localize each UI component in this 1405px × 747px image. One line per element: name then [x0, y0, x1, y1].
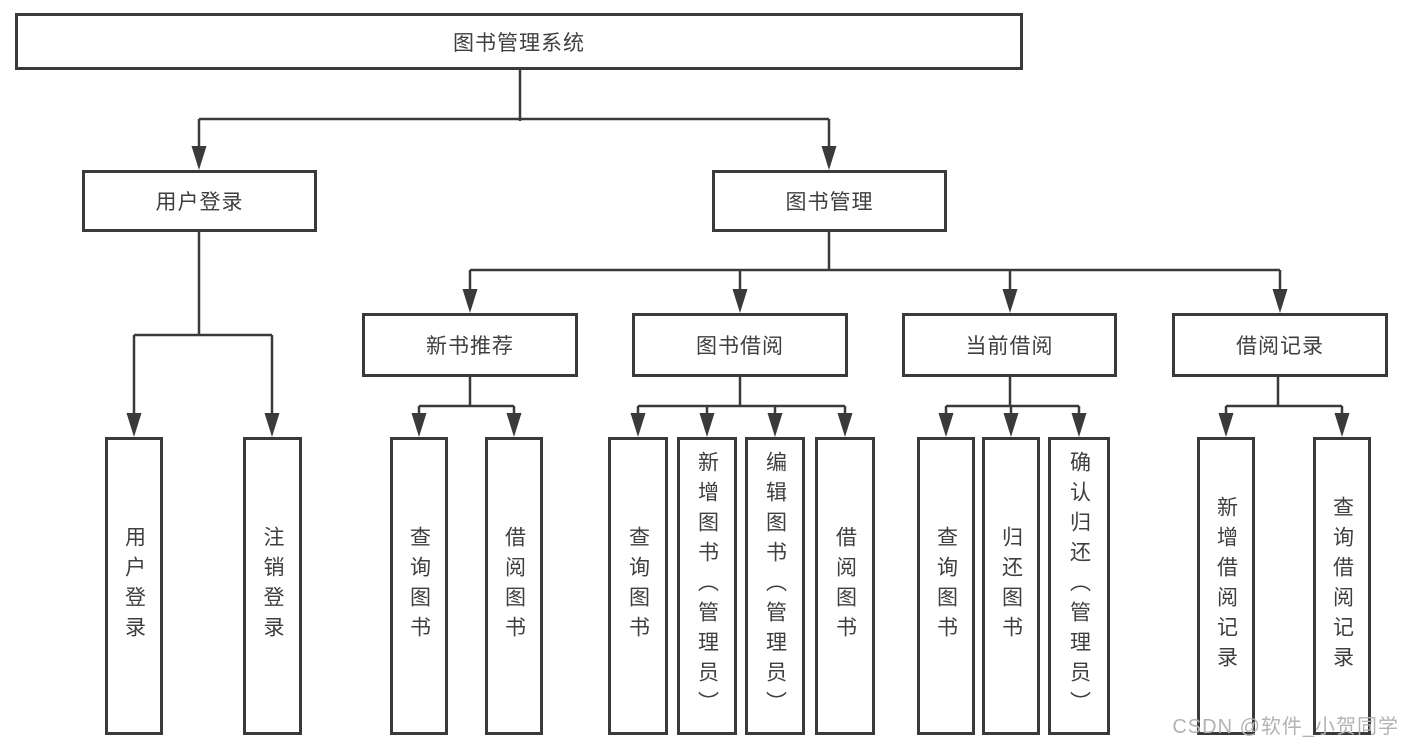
- leaf-borrow-books: 借阅图书: [815, 437, 875, 735]
- leaf-query-borrow-record: 查询借阅记录: [1313, 437, 1371, 735]
- node-label: 图书借阅: [696, 335, 784, 358]
- node-label: 图书管理系统: [453, 31, 585, 55]
- node-current-borrow: 当前借阅: [902, 313, 1117, 377]
- leaf-add-books-admin: 新增图书（管理员）: [677, 437, 737, 735]
- leaf-query-books: 查询图书: [917, 437, 975, 735]
- node-label: 查询借阅记录: [1330, 496, 1354, 676]
- node-label: 新增借阅记录: [1214, 496, 1238, 676]
- node-label: 新增图书（管理员）: [695, 451, 719, 721]
- leaf-return-books: 归还图书: [982, 437, 1040, 735]
- node-label: 确认归还（管理员）: [1067, 451, 1091, 721]
- node-book-management: 图书管理: [712, 170, 947, 232]
- leaf-confirm-return-admin: 确认归还（管理员）: [1048, 437, 1110, 735]
- node-label: 注销登录: [261, 526, 284, 646]
- node-label: 借阅记录: [1236, 335, 1324, 358]
- node-label: 归还图书: [999, 526, 1023, 646]
- leaf-borrow-books: 借阅图书: [485, 437, 543, 735]
- node-label: 新书推荐: [426, 335, 514, 358]
- node-new-book-recommend: 新书推荐: [362, 313, 578, 377]
- node-label: 编辑图书（管理员）: [763, 451, 787, 721]
- node-library-system: 图书管理系统: [15, 13, 1023, 70]
- leaf-logout: 注销登录: [243, 437, 302, 735]
- node-label: 用户登录: [122, 526, 146, 646]
- node-label: 查询图书: [626, 526, 650, 646]
- leaf-user-login: 用户登录: [105, 437, 163, 735]
- leaf-add-borrow-record: 新增借阅记录: [1197, 437, 1255, 735]
- node-user-login: 用户登录: [82, 170, 317, 232]
- node-label: 当前借阅: [965, 335, 1054, 358]
- node-label: 借阅图书: [502, 526, 526, 646]
- node-label: 借阅图书: [833, 526, 857, 646]
- leaf-query-books: 查询图书: [608, 437, 668, 735]
- node-borrow-records: 借阅记录: [1172, 313, 1388, 377]
- node-label: 用户登录: [155, 191, 244, 214]
- elbow-connectors: [132, 70, 1344, 417]
- node-label: 查询图书: [934, 526, 958, 646]
- node-label: 查询图书: [407, 526, 431, 646]
- csdn-watermark: CSDN @软件_小贺同学: [1172, 716, 1399, 738]
- arrowhead-icon: [126, 146, 1350, 437]
- node-label: 图书管理: [785, 191, 874, 214]
- node-book-borrow: 图书借阅: [632, 313, 848, 377]
- leaf-query-books: 查询图书: [390, 437, 448, 735]
- leaf-edit-books-admin: 编辑图书（管理员）: [745, 437, 805, 735]
